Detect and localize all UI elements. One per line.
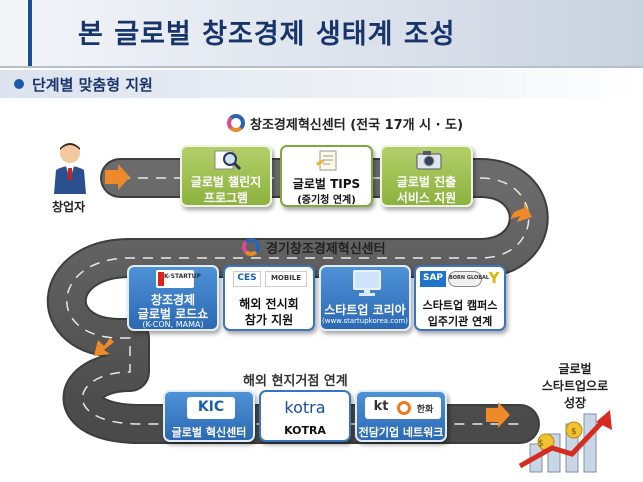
bullet-icon <box>14 79 24 89</box>
ces-logo: CES <box>233 271 261 287</box>
stage2-center-label: 경기창조경제혁신센터 <box>266 242 386 257</box>
camera-icon <box>416 151 442 170</box>
subtitle-band <box>0 70 643 98</box>
stage3-box-network: kt 한화 전담기업 네트워크 <box>355 390 447 442</box>
stage3-box-kic: KIC 글로벌 혁신센터 <box>163 390 255 442</box>
svg-text:$: $ <box>538 439 544 449</box>
stage2-box-startup-campus: SAP BORN GLOBAL Y 스타트업 캠퍼스 입주기관 연계 <box>414 265 506 331</box>
stage1-box-global-tips: 글로벌 TIPS (중기청 연계) <box>280 145 373 207</box>
svg-text:$: $ <box>571 427 577 437</box>
y-logo: Y <box>488 269 500 287</box>
stage1-center-label: 창조경제혁신센터 (전국 17개 시 · 도) <box>250 118 464 133</box>
goal-label: 글로벌 스타트업으로 성장 <box>541 362 609 410</box>
born-global-logo: BORN GLOBAL <box>448 271 489 287</box>
arrow-icon <box>510 202 532 222</box>
arrow-icon <box>105 164 130 190</box>
stage3-label: 해외 현지거점 연계 <box>243 374 348 389</box>
arrow-icon <box>486 402 510 428</box>
title-accent <box>28 0 32 66</box>
monitor-icon <box>353 270 381 296</box>
kt-hanwha-logo: kt 한화 <box>365 397 441 419</box>
innovation-center-logo-icon <box>227 114 245 132</box>
page-title: 본 글로벌 창조경제 생태계 조성 <box>78 19 456 50</box>
sap-logo: SAP <box>420 271 446 287</box>
stage2-box-exhibition: CES MOBILE 해외 전시회 참가 지원 <box>223 265 315 331</box>
founder-label: 창업자 <box>52 200 86 214</box>
kic-logo: KIC <box>187 397 235 419</box>
kotra-logo: kotra <box>284 398 326 417</box>
stage3-box-kotra: kotra KOTRA <box>259 390 351 442</box>
title-bar <box>0 0 643 66</box>
growth-chart-icon: $ $ <box>518 410 612 473</box>
stage2-box-startup-korea: 스타트업 코리아 (www.startupkorea.com) <box>319 265 411 331</box>
magnifier-icon <box>214 150 242 171</box>
kstartup-logo: K-STARTUP <box>156 270 201 288</box>
founder-person-icon <box>54 143 86 194</box>
arrow-icon <box>94 338 114 356</box>
stage1-box-global-service: 글로벌 진출 서비스 지원 <box>380 145 473 207</box>
title-divider <box>0 66 643 68</box>
hanwha-icon <box>397 401 411 415</box>
gyeonggi-center-logo-icon <box>242 238 260 256</box>
document-icon <box>316 150 337 171</box>
mobile-logo: MOBILE <box>265 271 307 287</box>
stage1-box-global-challenge: 글로벌 챌린지 프로그램 <box>180 145 272 207</box>
section-subtitle: 단계별 맞춤형 지원 <box>32 76 153 94</box>
stage2-box-roadshow: K-STARTUP 창조경제 글로벌 로드쇼 (K-CON, MAMA) <box>127 265 219 331</box>
